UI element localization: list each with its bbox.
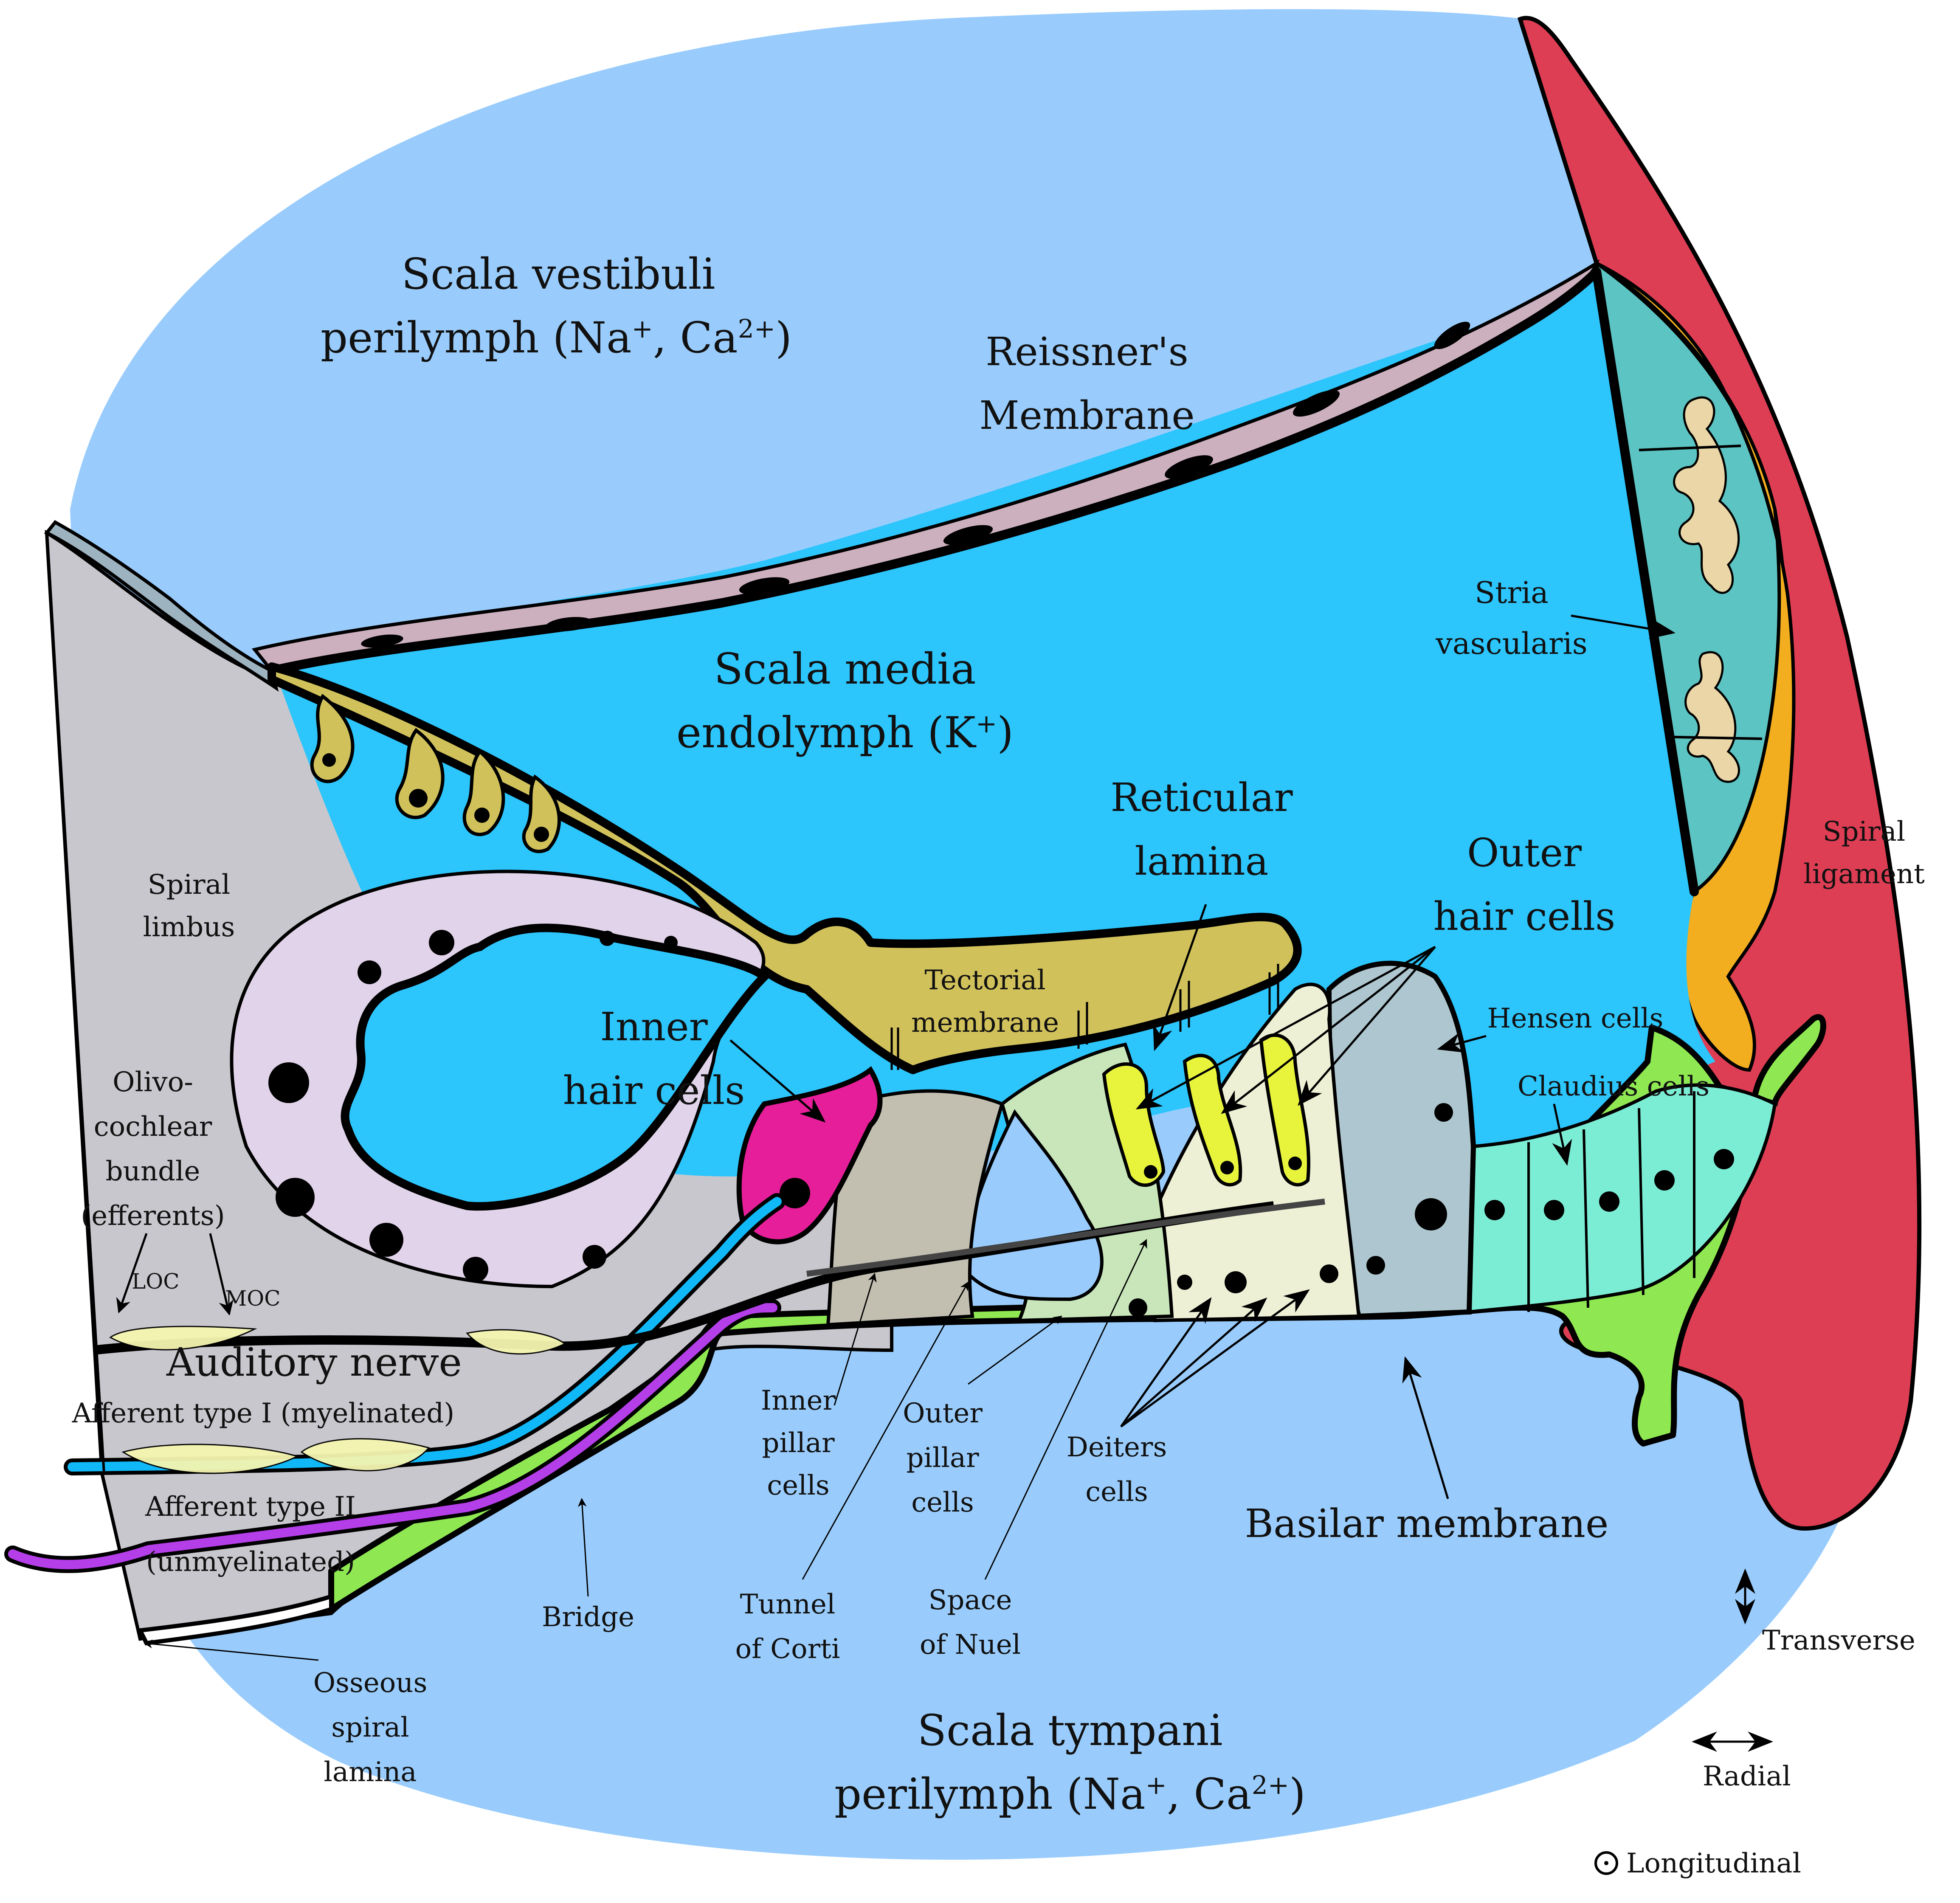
claudius-arrow	[1552, 1104, 1572, 1166]
reissners-membrane-label-2: Membrane	[979, 393, 1194, 438]
longitudinal-icon-dot	[1604, 1861, 1608, 1865]
osseous-spiral-lamina	[137, 1593, 333, 1646]
olivocochlear-label-3: bundle	[106, 1156, 200, 1187]
tunnel-label-1: Tunnel	[740, 1589, 836, 1620]
inner-pillar-label-1: Inner	[761, 1385, 836, 1416]
olivocochlear-label-1: Olivo-	[113, 1067, 193, 1098]
auditory-nerve-label: Auditory nerve	[166, 1340, 462, 1385]
nuel-leader	[984, 1239, 1147, 1580]
osseous-label-3: lamina	[324, 1757, 417, 1788]
basilar-membrane-label: Basilar membrane	[1245, 1501, 1609, 1546]
afferent-type-II-label-1: Afferent type II	[145, 1491, 356, 1523]
outer-pillar-leader	[968, 1315, 1062, 1385]
tectorial-label-2: membrane	[911, 1007, 1059, 1039]
nuel-label-1: Space	[929, 1585, 1012, 1616]
scala-vestibuli-label: Scala vestibuli	[401, 249, 715, 299]
stereocilia	[890, 964, 1279, 1070]
scala-media-ions: endolymph (K+)	[676, 708, 1014, 757]
stria-label-1: Stria	[1475, 575, 1549, 610]
osseous-label-1: Osseous	[313, 1667, 428, 1699]
outer-hair-cells-arrows	[1135, 946, 1436, 1114]
scala-media-label: Scala media	[714, 644, 976, 694]
stria-border-cells	[1595, 262, 1796, 1072]
hensen-arrow	[1437, 1033, 1487, 1053]
scala-media-upper-boundary	[267, 267, 1699, 896]
longitudinal-label: Longitudinal	[1626, 1848, 1801, 1879]
inner-pillar-leader	[834, 1272, 877, 1406]
bridge-label: Bridge	[542, 1602, 634, 1633]
dental-cell-nuclei	[322, 753, 549, 842]
tunnel-label-2: of Corti	[735, 1633, 840, 1665]
deiters-nuclei	[1129, 1264, 1338, 1317]
inner-sulcus-nuclei	[268, 930, 678, 1282]
deiters-label-2: cells	[1085, 1476, 1148, 1508]
claudius-dividers	[1527, 1091, 1695, 1312]
outer-pillar-label-1: Outer	[903, 1398, 983, 1429]
limbus-dental-cells	[310, 694, 561, 853]
reissners-membrane-label-1: Reissner's	[986, 329, 1188, 374]
myelin-sheaths	[109, 1326, 566, 1474]
reticular-lamina-label-1: Reticular	[1110, 775, 1293, 820]
nuel-label-2: of Nuel	[920, 1629, 1021, 1661]
afferent-type-I-label: Afferent type I (myelinated)	[72, 1398, 454, 1429]
hensen-nuclei	[1366, 1103, 1453, 1275]
stria-cell-divider-1	[1639, 445, 1741, 451]
reticular-lamina-rod	[806, 1199, 1325, 1277]
loc-arrow	[116, 1233, 148, 1314]
osseous-leader	[143, 1639, 319, 1661]
loc-label: LOC	[132, 1269, 179, 1294]
inner-hair-cells-arrow	[729, 1039, 826, 1123]
inner-hair-cells-label-1: Inner	[600, 1004, 707, 1050]
stria-label-2: vascularis	[1435, 626, 1587, 661]
hensen-cells-label: Hensen cells	[1487, 1003, 1664, 1034]
reticular-lamina-arrow	[1153, 904, 1207, 1051]
spiral-ligament-label-2: ligament	[1803, 859, 1925, 890]
olivocochlear-label-2: cochlear	[94, 1111, 212, 1143]
deiters-arrows	[1120, 1289, 1310, 1428]
moc-label: MOC	[225, 1286, 280, 1311]
tectorial-label-1: Tectorial	[924, 965, 1045, 996]
afferent-type-II-core	[8, 1303, 777, 1569]
longitudinal-icon	[1594, 1851, 1618, 1875]
inner-pillar-label-2: pillar	[762, 1427, 835, 1459]
claudius-cells	[1467, 1083, 1777, 1314]
scala-tympani-ions: perilymph (Na+, Ca2+)	[834, 1769, 1306, 1819]
basilar-arrow	[1402, 1356, 1449, 1499]
outer-hair-cells-label-2: hair cells	[1433, 894, 1616, 939]
modiolus-boundary	[45, 532, 105, 1474]
spiral-ligament-label-1: Spiral	[1823, 816, 1906, 847]
tunnel-leader	[802, 1281, 969, 1580]
spiral-limbus-label-1: Spiral	[148, 869, 231, 901]
reticular-lamina-label-2: lamina	[1135, 839, 1268, 884]
claudius-nuclei	[1484, 1149, 1734, 1220]
bridge-leader	[577, 1498, 589, 1597]
outer-pillar-label-3: cells	[911, 1487, 974, 1518]
stria-capillaries	[1673, 396, 1740, 783]
stria-arrow	[1571, 614, 1676, 639]
deiters-label-1: Deiters	[1067, 1432, 1167, 1463]
afferent-type-II-label-2: (unmyelinated)	[146, 1546, 355, 1578]
olivocochlear-label-4: (efferents)	[81, 1200, 225, 1232]
moc-arrow	[209, 1233, 234, 1316]
spiral-limbus-label-2: limbus	[143, 912, 235, 943]
outer-pillar-label-2: pillar	[906, 1442, 979, 1474]
outer-hair-cells-label-1: Outer	[1467, 830, 1582, 875]
transverse-label: Transverse	[1762, 1625, 1915, 1656]
outer-hair-cell-nuclei	[1144, 1157, 1302, 1179]
inner-hair-cell-nucleus	[780, 1178, 810, 1208]
osseous-label-2: spiral	[331, 1712, 409, 1743]
inner-pillar-label-3: cells	[767, 1470, 830, 1501]
inner-hair-cells-label-2: hair cells	[563, 1068, 745, 1113]
claudius-cells-label: Claudius cells	[1518, 1071, 1709, 1102]
orientation-legend: Transverse Radial Longitudinal	[1594, 1568, 1915, 1879]
radial-label: Radial	[1703, 1761, 1791, 1792]
scala-tympani-label: Scala tympani	[917, 1706, 1222, 1755]
scala-vestibuli-ions: perilymph (Na+, Ca2+)	[321, 313, 792, 363]
